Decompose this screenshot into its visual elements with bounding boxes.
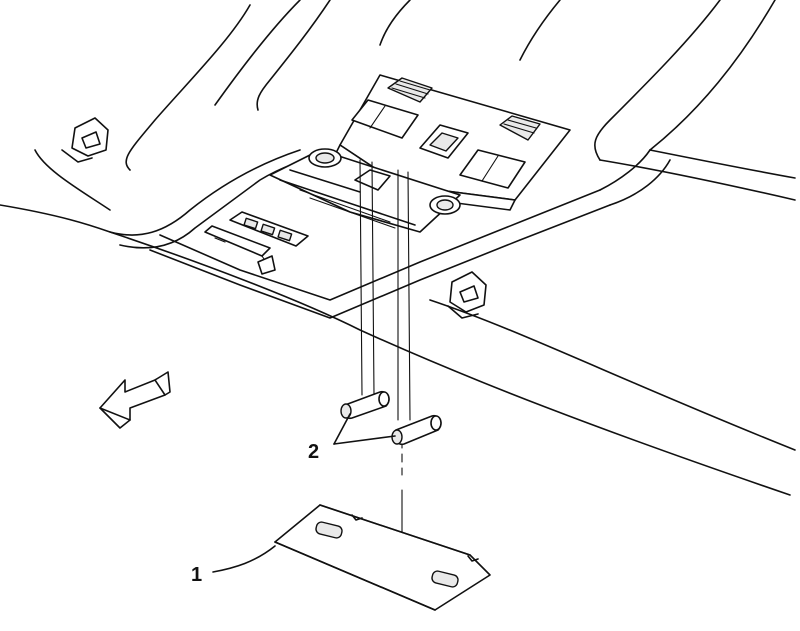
visor-clip-left <box>61 117 109 163</box>
callout-1-label: 1 <box>191 564 202 586</box>
overhead-console <box>334 74 571 211</box>
exploded-view-lines <box>359 159 411 536</box>
button-panel <box>204 211 309 275</box>
lamp-lens <box>274 504 491 611</box>
grille-left <box>387 77 433 103</box>
windshield-edge <box>429 299 796 451</box>
callout-2-label: 2 <box>308 441 319 463</box>
headliner <box>0 0 796 496</box>
bulb-left <box>340 390 390 420</box>
grille-right <box>499 115 541 141</box>
visor-clip-right <box>447 271 487 319</box>
bulb-right <box>391 414 442 446</box>
direction-arrow-icon <box>99 371 171 429</box>
callout-2: 2 <box>308 413 396 463</box>
callout-1: 1 <box>191 545 276 586</box>
